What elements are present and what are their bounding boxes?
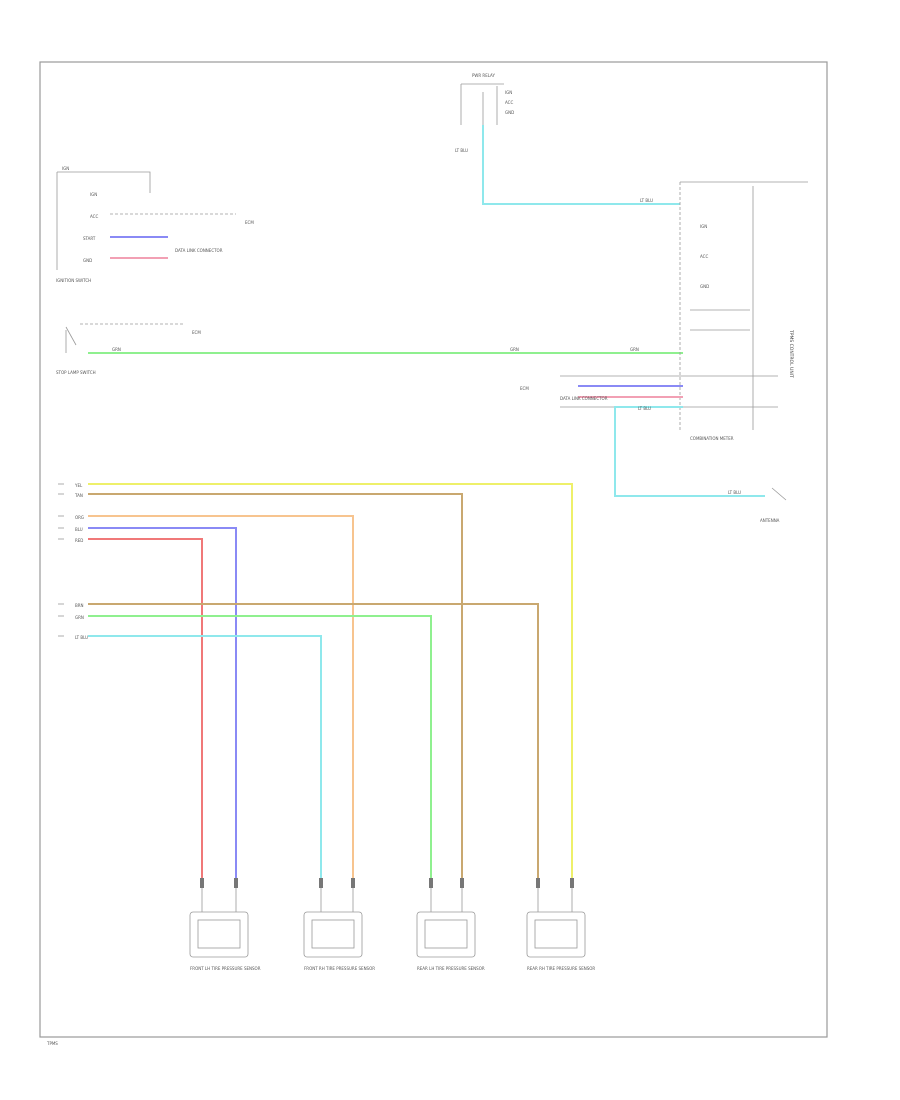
wire-lt-blu-sensor [88, 635, 322, 880]
wire-label-yel: YEL [74, 483, 83, 488]
tpms-control-label: TPMS CONTROL UNIT [788, 329, 794, 378]
ign-switch-top-text: IGN [62, 166, 69, 171]
wire-label-brn: BRN [75, 603, 84, 608]
sensor-front-lh: FRONT LH TIRE PRESSURE SENSOR [189, 911, 261, 971]
data-link-ref-text: DATA LINK CONNECTOR [175, 248, 223, 253]
gnd-position-text: GND [83, 258, 92, 263]
antenna-label: ANTENNA [760, 518, 780, 523]
wire-yel [88, 483, 573, 880]
wire-label-org: ORG [75, 515, 84, 520]
sensor-front-rh: FRONT RH TIRE PRESSURE SENSOR [303, 911, 375, 971]
wire-label-lt-blu-1: LT BLU [455, 148, 468, 153]
sensor-rear-lh: REAR LH TIRE PRESSURE SENSOR [416, 911, 485, 971]
acc-position-text: ACC [90, 214, 98, 219]
relay-acc-text: ACC [505, 100, 513, 105]
sensor-rear-rh-label: REAR RH TIRE PRESSURE SENSOR [527, 966, 595, 971]
ecm-ref-text: ECM [245, 220, 254, 225]
wire-blu-sensor [88, 527, 237, 880]
wire-label-lt-blu-3: LT BLU [638, 406, 651, 411]
wire-label-grn-4: GRN [75, 615, 84, 620]
sensor-rear-rh: REAR RH TIRE PRESSURE SENSOR [526, 911, 595, 971]
sensor-front-rh-label: FRONT RH TIRE PRESSURE SENSOR [304, 966, 375, 971]
ecm-ref-2-text: ECM [192, 330, 201, 335]
wire-label-lt-blu-2: LT BLU [640, 198, 653, 203]
stop-lamp-switch-block: ECM STOP LAMP SWITCH [56, 323, 201, 375]
harness-pins [58, 483, 64, 637]
wire-tan-2 [88, 603, 539, 880]
wire-grn-sensor [88, 615, 432, 880]
relay-ign-text: IGN [505, 90, 512, 95]
combination-meter-label: COMBINATION METER [690, 436, 734, 441]
wire-label-grn-3: GRN [630, 347, 639, 352]
wire-lt-blu-antenna [614, 406, 765, 497]
wire-label-lt-blu-4: LT BLU [728, 490, 741, 495]
footer-label: TPMS [46, 1041, 58, 1046]
wire-label-tan-1: TAN [74, 493, 83, 498]
tpms-ign-text: IGN [700, 224, 707, 229]
power-relay-label: PWR RELAY [472, 73, 495, 78]
wire-label-red: RED [75, 538, 83, 543]
ign-position-text: IGN [90, 192, 97, 197]
stop-lamp-switch-label: STOP LAMP SWITCH [56, 370, 96, 375]
sensor-connectors [200, 878, 574, 888]
start-position-text: START [83, 236, 96, 241]
wire-red [88, 538, 203, 880]
wire-label-lt-blu-5: LT BLU [75, 635, 88, 640]
power-relay-block: PWR RELAY IGN ACC GND [460, 73, 514, 125]
tpms-control-unit: IGN ACC GND COMBINATION METER TPMS CONTR… [679, 181, 808, 441]
relay-gnd-text: GND [505, 110, 514, 115]
sensor-front-lh-label: FRONT LH TIRE PRESSURE SENSOR [190, 966, 261, 971]
wire-lt-blu-relay [482, 125, 680, 205]
tpms-gnd-text: GND [700, 284, 709, 289]
wire-org [88, 515, 354, 880]
ecm-ref-3-text: ECM [520, 386, 529, 391]
ignition-switch-label: IGNITION SWITCH [56, 278, 91, 283]
wire-label-blu: BLU [75, 527, 83, 532]
data-link-ref-2-text: DATA LINK CONNECTOR [560, 396, 608, 401]
wire-label-grn-1: GRN [112, 347, 121, 352]
sensor-rear-lh-label: REAR LH TIRE PRESSURE SENSOR [417, 966, 485, 971]
ignition-switch-block: IGN IGN ACC START GND ECM IGNITION SWITC… [56, 166, 254, 283]
diagram-frame [39, 61, 828, 1038]
sensor-leads [201, 888, 573, 912]
wire-label-grn-2: GRN [510, 347, 519, 352]
tpms-acc-text: ACC [700, 254, 708, 259]
wire-tan-1 [88, 493, 463, 880]
